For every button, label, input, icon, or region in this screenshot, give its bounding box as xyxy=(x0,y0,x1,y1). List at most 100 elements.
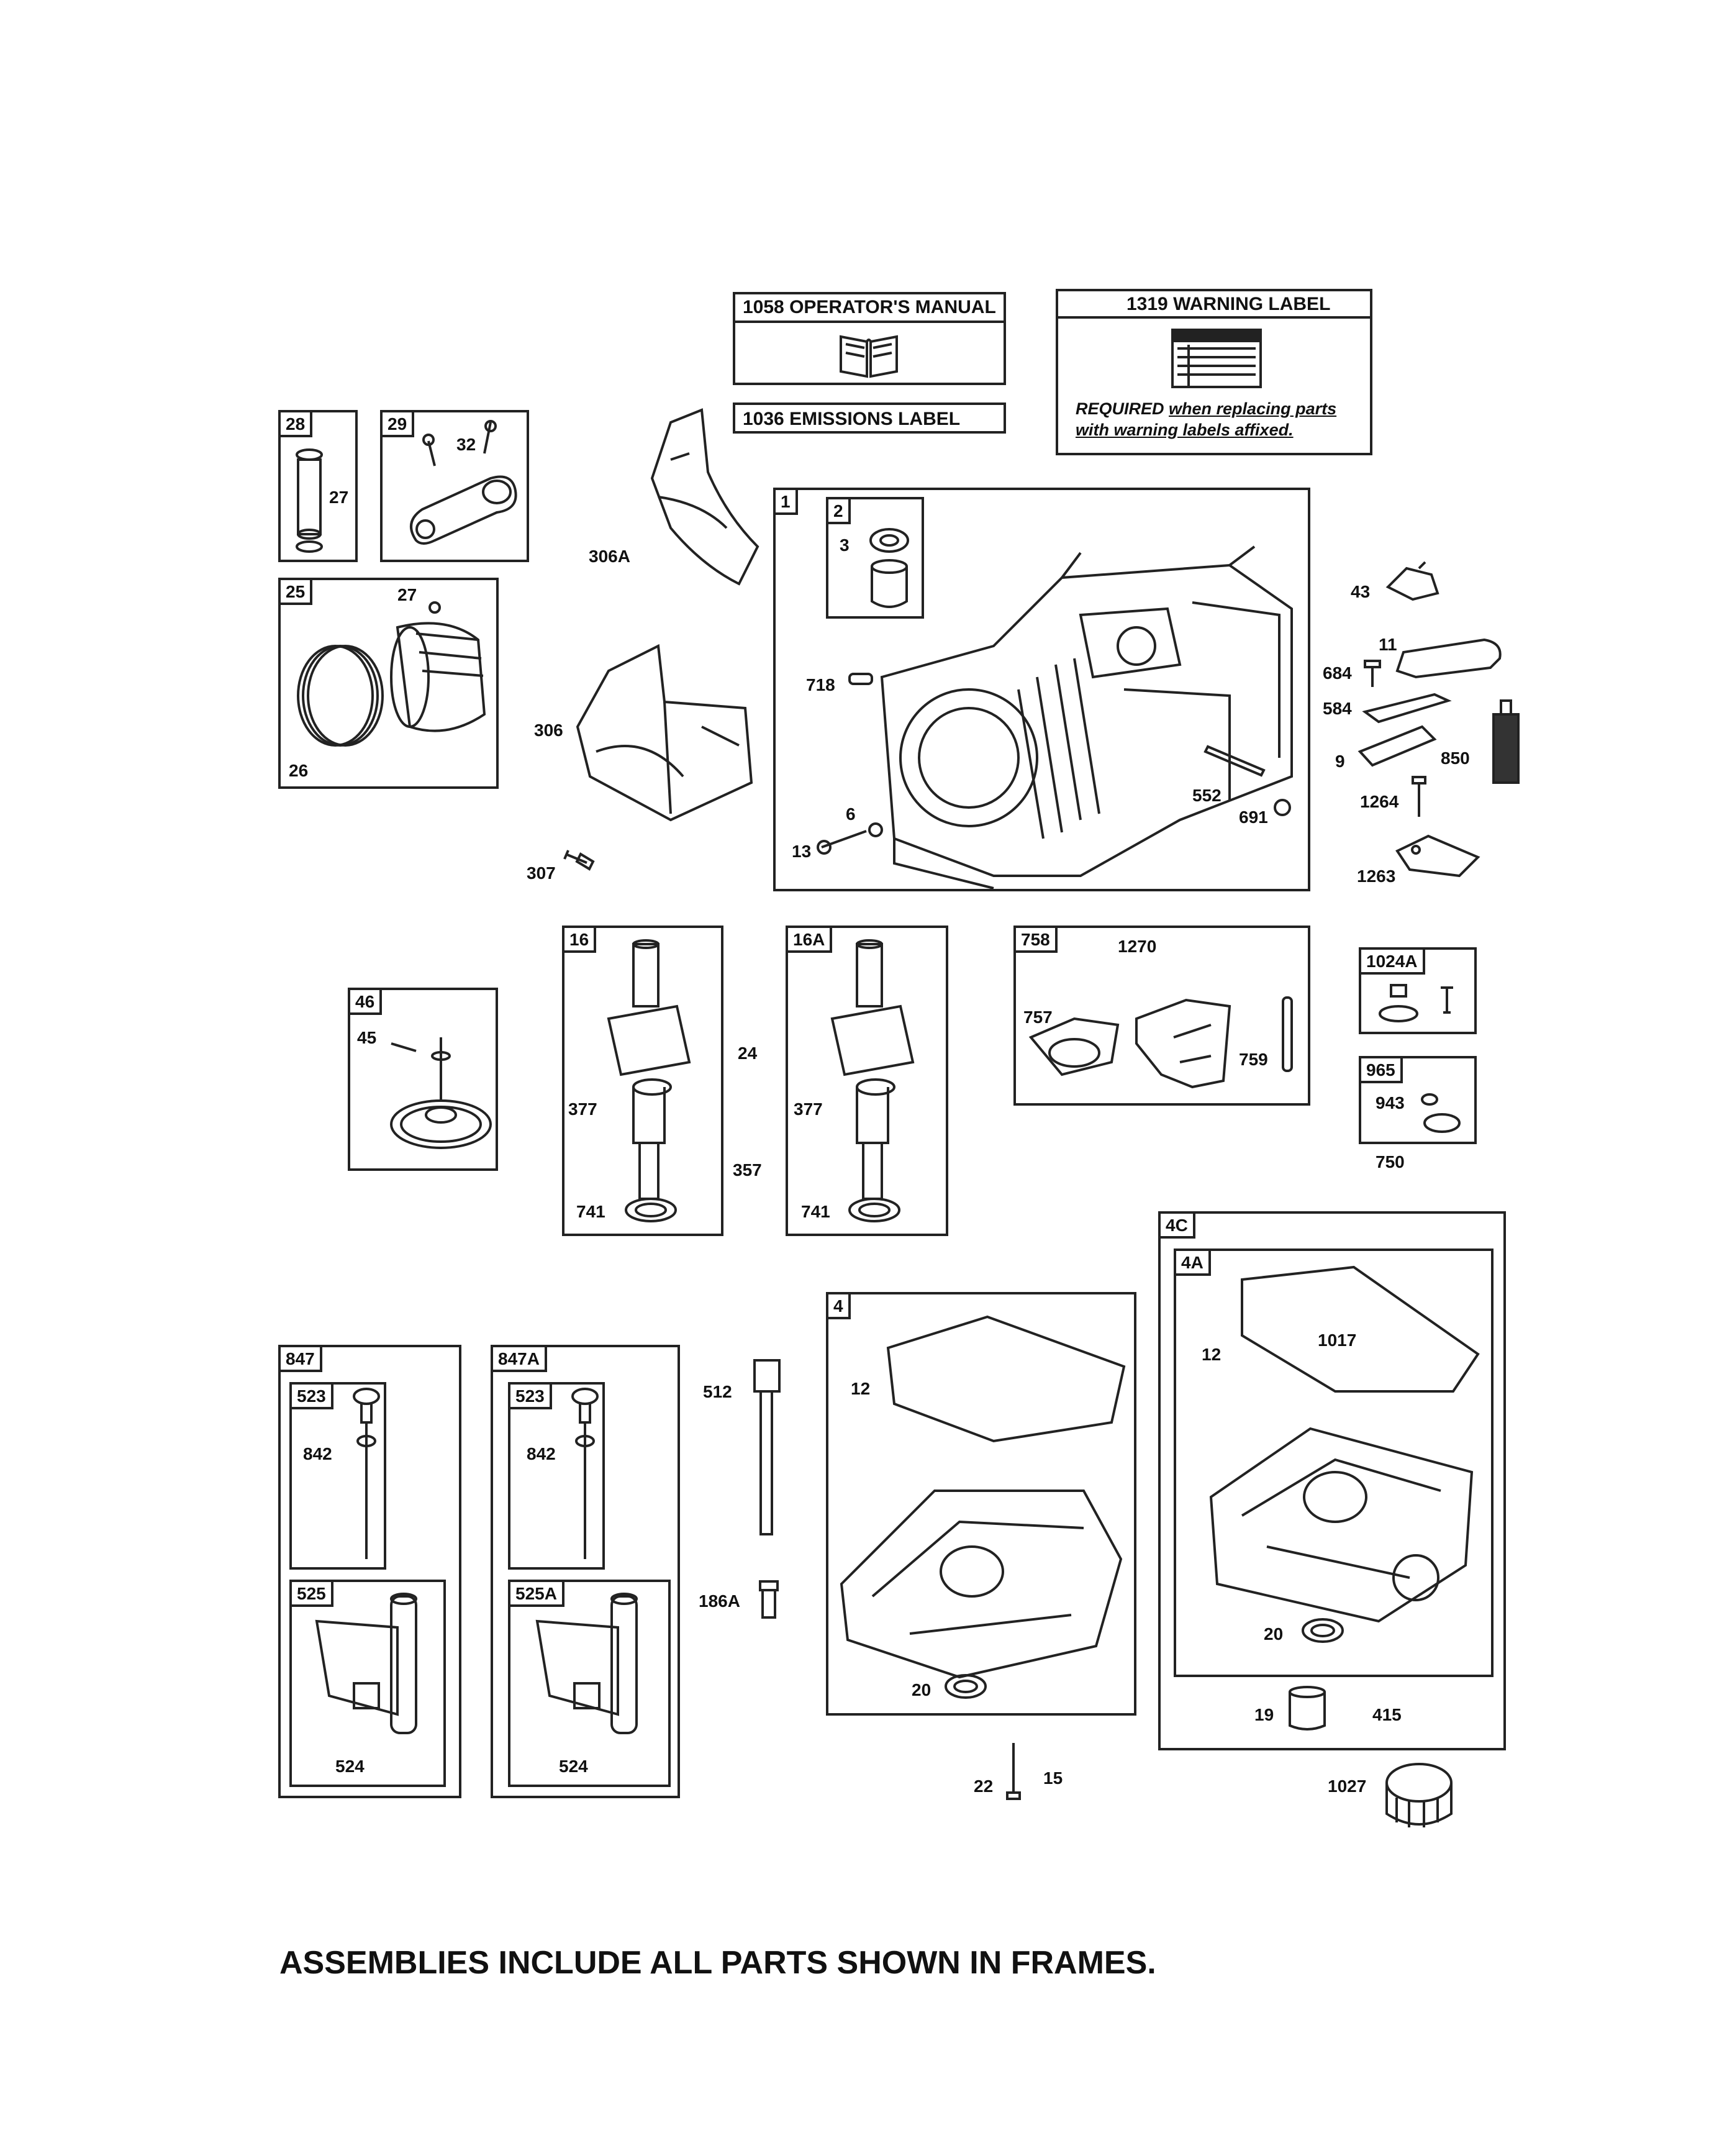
part-label-377b: 377 xyxy=(794,1099,823,1119)
rod-759 xyxy=(1282,996,1293,1072)
part-label-32: 32 xyxy=(456,435,476,454)
governor-assembly xyxy=(1028,998,1231,1089)
part-label-357: 357 xyxy=(733,1160,762,1180)
frame-tag-1: 1 xyxy=(773,488,798,515)
bushing-19 xyxy=(1289,1686,1326,1731)
frame-tag-525a: 525A xyxy=(508,1580,564,1607)
part-label-415: 415 xyxy=(1372,1705,1402,1724)
frame-tag-4c: 4C xyxy=(1158,1211,1195,1239)
frame-523-a xyxy=(289,1382,386,1570)
part-label-850: 850 xyxy=(1441,748,1470,768)
part-label-11: 11 xyxy=(1379,635,1397,654)
warning-label-title: 1319 WARNING LABEL xyxy=(1126,294,1331,314)
bolt-22 xyxy=(1006,1743,1021,1800)
sump-4 xyxy=(840,1490,1123,1679)
part-label-12b: 12 xyxy=(1202,1345,1222,1364)
sump-4a xyxy=(1209,1427,1474,1623)
crankshaft-16 xyxy=(607,939,691,1222)
warning-note-text: when replacing parts with warning labels… xyxy=(1076,399,1337,439)
oil-filter-1027 xyxy=(1385,1763,1453,1827)
seal-943 xyxy=(1421,1093,1461,1133)
frame-46 xyxy=(348,988,498,1171)
bolt-13 xyxy=(817,822,883,855)
part-label-524b: 524 xyxy=(559,1757,588,1776)
part-label-943: 943 xyxy=(1376,1093,1405,1112)
emissions-label-box: 1036 EMISSIONS LABEL xyxy=(733,403,1006,434)
part-label-1264: 1264 xyxy=(1360,792,1399,811)
part-label-20a: 20 xyxy=(912,1680,931,1699)
frame-4c xyxy=(1158,1211,1506,1750)
part-label-1263: 1263 xyxy=(1357,866,1396,886)
frame-16a xyxy=(786,926,948,1236)
warning-label-box: 1319 WARNING LABEL REQUIRED when replaci… xyxy=(1056,289,1372,455)
screw-307 xyxy=(563,850,595,871)
part-label-524a: 524 xyxy=(335,1757,365,1776)
part-label-306a: 306A xyxy=(589,547,630,566)
part-label-750: 750 xyxy=(1376,1152,1405,1171)
part-label-26: 26 xyxy=(289,761,309,780)
part-label-19: 19 xyxy=(1254,1705,1274,1724)
frame-29 xyxy=(380,410,529,562)
frame-2 xyxy=(826,497,924,619)
part-label-15: 15 xyxy=(1043,1768,1063,1788)
part-label-1270: 1270 xyxy=(1118,937,1157,956)
part-label-1027: 1027 xyxy=(1328,1776,1367,1796)
part-label-12a: 12 xyxy=(851,1379,871,1398)
frame-525 xyxy=(289,1580,446,1787)
frame-28 xyxy=(278,410,358,562)
frame-tag-4: 4 xyxy=(826,1292,851,1319)
frame-tag-847: 847 xyxy=(278,1345,322,1372)
part-label-24: 24 xyxy=(738,1044,758,1063)
frame-1 xyxy=(773,488,1310,891)
frame-965 xyxy=(1359,1056,1477,1144)
plate-1263 xyxy=(1395,834,1480,878)
frame-847a xyxy=(491,1345,680,1798)
valve-parts-1024a xyxy=(1379,984,1453,1022)
warning-note-bold: REQUIRED xyxy=(1076,399,1164,418)
frame-tag-525: 525 xyxy=(289,1580,333,1607)
part-label-684: 684 xyxy=(1323,663,1352,683)
frame-tag-28: 28 xyxy=(278,410,313,437)
dowel-718 xyxy=(848,673,873,685)
frame-847 xyxy=(278,1345,461,1798)
connecting-rod xyxy=(410,420,517,545)
part-label-9: 9 xyxy=(1335,752,1345,771)
part-label-45: 45 xyxy=(357,1028,377,1047)
frame-tag-16a: 16A xyxy=(786,926,833,953)
fitting-186a xyxy=(759,1580,779,1619)
piston-pin xyxy=(296,448,323,553)
part-label-552: 552 xyxy=(1192,786,1222,805)
part-label-757: 757 xyxy=(1023,1007,1053,1027)
seal-20-4a xyxy=(1302,1618,1344,1643)
warning-note: REQUIRED when replacing parts with warni… xyxy=(1076,398,1367,440)
part-label-13: 13 xyxy=(792,842,812,861)
frame-tag-29: 29 xyxy=(380,410,415,437)
frame-tag-46: 46 xyxy=(348,988,383,1015)
bracket-43 xyxy=(1385,561,1439,601)
frame-16 xyxy=(562,926,723,1236)
plug-691 xyxy=(1274,799,1291,816)
frame-tag-16: 16 xyxy=(562,926,597,953)
frame-tag-758: 758 xyxy=(1013,926,1058,953)
frame-tag-965: 965 xyxy=(1359,1056,1403,1083)
part-label-759: 759 xyxy=(1239,1050,1268,1069)
part-label-377a: 377 xyxy=(568,1099,597,1119)
cylinder-block xyxy=(880,545,1293,889)
frame-tag-25: 25 xyxy=(278,578,313,605)
part-label-584: 584 xyxy=(1323,699,1352,718)
part-label-512: 512 xyxy=(703,1382,732,1401)
shroud-306 xyxy=(576,644,753,822)
gear-46 xyxy=(390,1037,492,1149)
emissions-label-title: 1036 EMISSIONS LABEL xyxy=(743,409,961,429)
sealant-tube-850 xyxy=(1492,699,1520,784)
frame-tag-4a: 4A xyxy=(1174,1249,1211,1276)
part-label-741b: 741 xyxy=(801,1202,830,1221)
part-label-43: 43 xyxy=(1351,582,1371,601)
part-label-306: 306 xyxy=(534,721,563,740)
frame-tag-2: 2 xyxy=(826,497,851,524)
frame-tag-523-a: 523 xyxy=(289,1382,333,1409)
screw-684 xyxy=(1364,660,1381,687)
tube-11 xyxy=(1395,638,1502,679)
oil-pump-525 xyxy=(315,1593,417,1734)
